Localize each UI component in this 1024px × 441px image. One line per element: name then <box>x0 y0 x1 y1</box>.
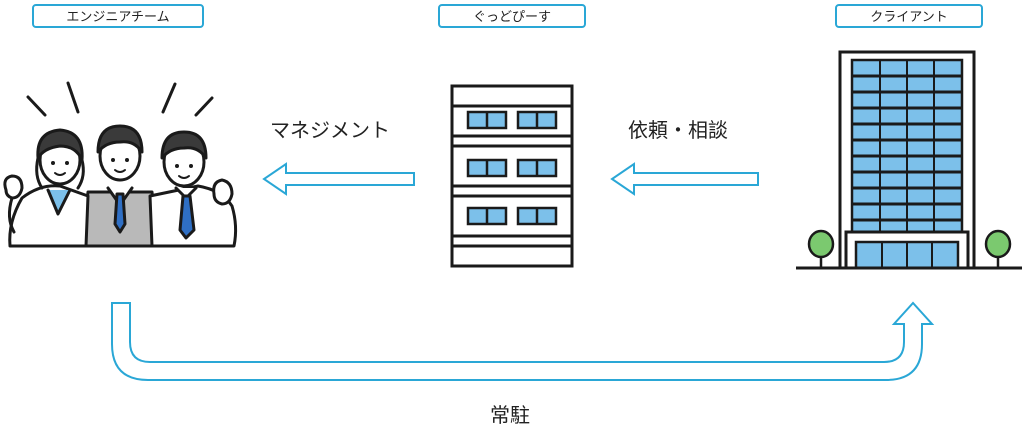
company-tag: ぐっどぴーす <box>438 4 586 28</box>
engineer-team-illustration <box>3 81 238 248</box>
faces <box>51 158 193 168</box>
client-tag: クライアント <box>835 4 983 28</box>
client-building-icon <box>796 50 1022 270</box>
company-windows <box>466 110 558 226</box>
request-arrow <box>610 162 759 196</box>
management-arrow <box>262 162 415 196</box>
management-label: マネジメント <box>270 118 390 142</box>
onsite-arrow <box>111 301 935 381</box>
tree-icon <box>984 229 1012 268</box>
onsite-label: 常駐 <box>490 403 530 427</box>
tree-icon <box>807 229 835 268</box>
engineer-team-tag: エンジニアチーム <box>32 4 204 28</box>
request-label: 依頼・相談 <box>628 118 728 142</box>
